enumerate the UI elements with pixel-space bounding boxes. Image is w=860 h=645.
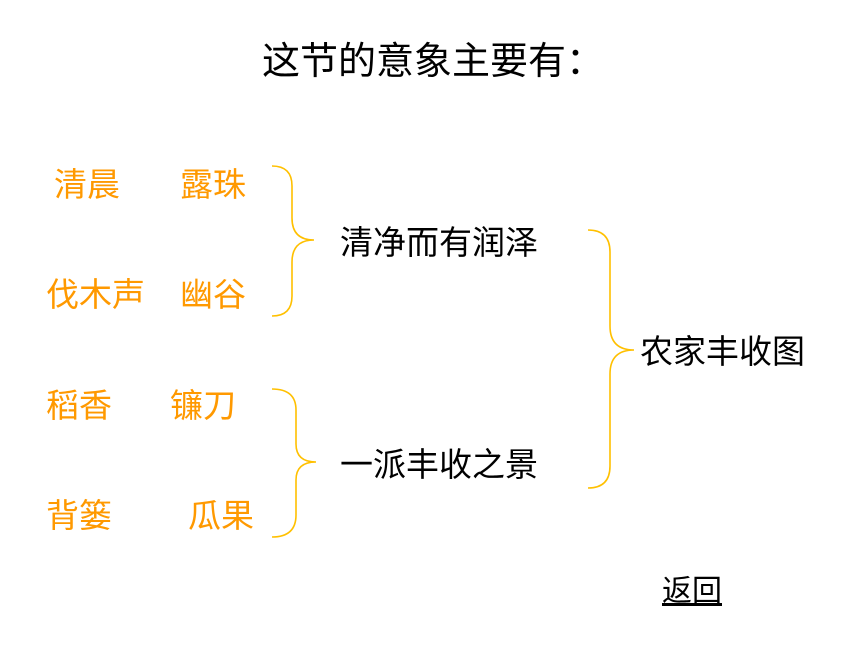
imagery-luzhu: 露珠 (180, 165, 246, 204)
conclusion-label: 农家丰收图 (640, 332, 805, 371)
imagery-famusheng: 伐木声 (46, 275, 145, 314)
page-title: 这节的意象主要有： (262, 39, 605, 83)
brace-group2 (271, 388, 317, 538)
imagery-beilou: 背篓 (46, 496, 112, 535)
imagery-liandao: 镰刀 (170, 386, 236, 425)
summary-group2: 一派丰收之景 (340, 445, 538, 484)
brace-group1 (271, 165, 315, 317)
back-link[interactable]: 返回 (662, 574, 722, 609)
imagery-guaguo: 瓜果 (188, 496, 254, 535)
imagery-yougu: 幽谷 (180, 275, 246, 314)
imagery-qingchen: 清晨 (54, 165, 120, 204)
summary-group1: 清净而有润泽 (340, 223, 538, 262)
brace-conclusion (587, 229, 635, 489)
imagery-daoxiang: 稻香 (46, 386, 112, 425)
